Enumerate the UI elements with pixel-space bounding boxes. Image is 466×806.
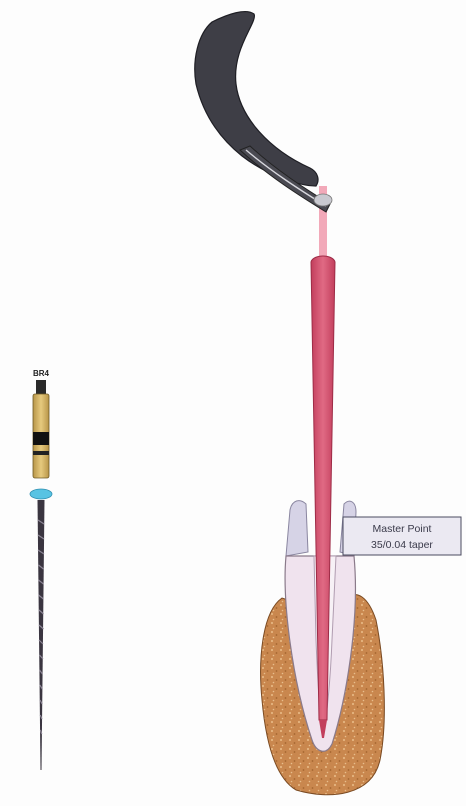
callout-line-2: 35/0.04 taper bbox=[371, 539, 433, 551]
file-handle-band bbox=[33, 432, 49, 445]
endodontic-file-icon: BR4 bbox=[30, 369, 52, 770]
callout-line-1: Master Point bbox=[373, 523, 432, 535]
file-size-label: BR4 bbox=[33, 369, 50, 378]
rubber-stopper bbox=[30, 489, 52, 499]
file-shaft bbox=[38, 500, 45, 770]
spreader-plugger-icon bbox=[195, 12, 332, 212]
instrument-tip bbox=[314, 194, 332, 206]
master-point-callout: Master Point 35/0.04 taper bbox=[343, 517, 461, 555]
file-handle-band-thin bbox=[33, 451, 49, 455]
tooth-crown-left bbox=[286, 501, 308, 556]
